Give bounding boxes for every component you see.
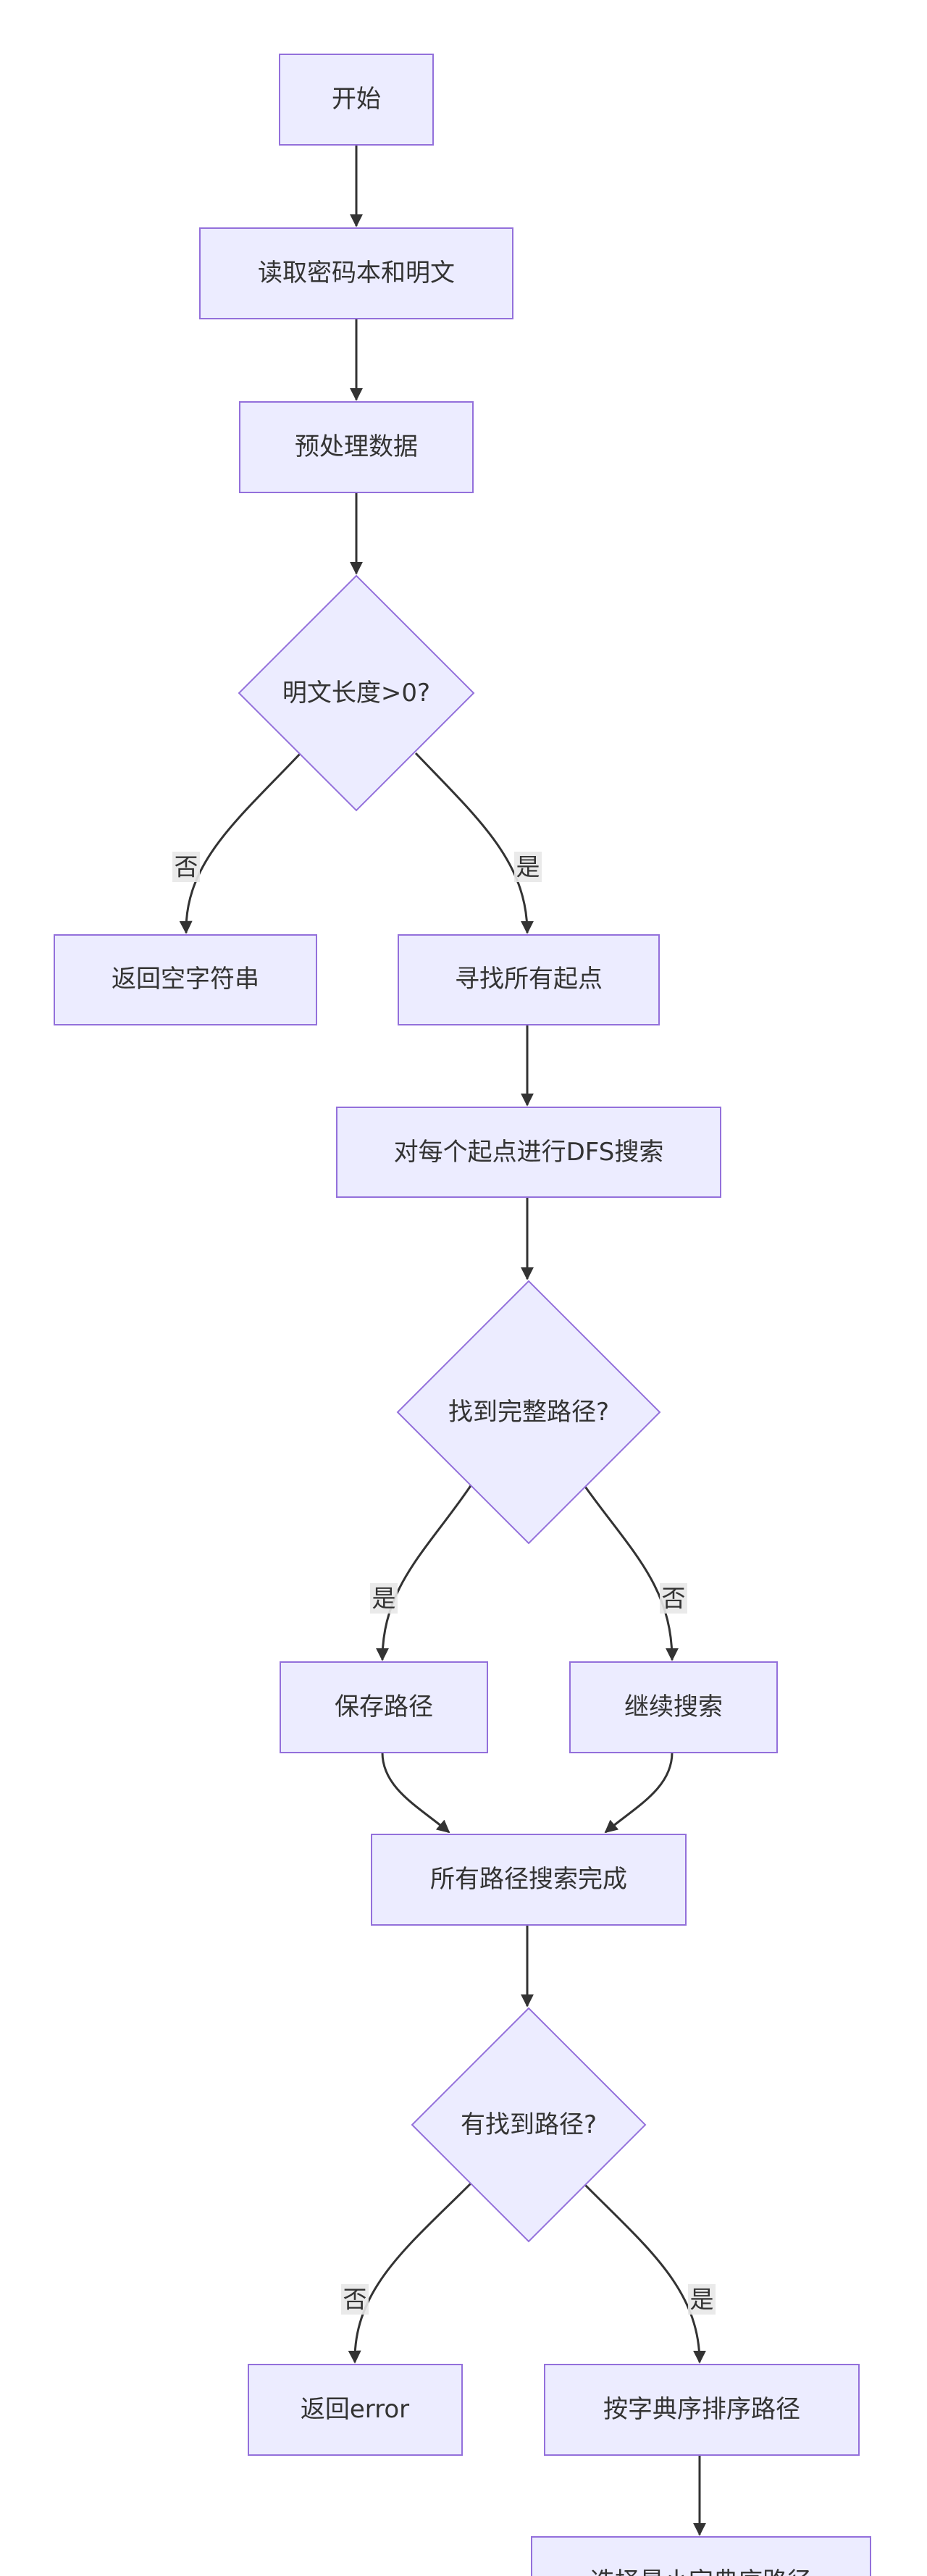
svg-text:否: 否 bbox=[662, 1585, 686, 1613]
node-save-path-label: 保存路径 bbox=[335, 1692, 433, 1721]
node-select-min: 选择最小字典序路径 bbox=[531, 2536, 871, 2576]
edge-lencheck-findstarts bbox=[414, 752, 534, 934]
edges bbox=[179, 145, 706, 2536]
node-all-done: 所有路径搜索完成 bbox=[371, 1834, 687, 1926]
edge-pathfound-save bbox=[376, 1484, 473, 1661]
node-ret-empty: 返回空字符串 bbox=[54, 934, 317, 1025]
node-ret-error-label: 返回error bbox=[301, 2395, 409, 2424]
edge-label-any-no: 否 bbox=[341, 2284, 369, 2315]
node-select-min-label: 选择最小字典序路径 bbox=[590, 2567, 812, 2576]
node-start: 开始 bbox=[279, 54, 434, 146]
svg-text:否: 否 bbox=[175, 853, 198, 881]
node-len-check-label: 明文长度>0? bbox=[282, 679, 430, 708]
svg-text:是: 是 bbox=[372, 1585, 396, 1613]
node-preprocess-label: 预处理数据 bbox=[295, 432, 418, 461]
edge-label-any-yes: 是 bbox=[688, 2284, 716, 2315]
edge-label-len-no: 否 bbox=[172, 852, 200, 882]
node-continue-search: 继续搜索 bbox=[569, 1661, 778, 1753]
edge-anypath-reterror bbox=[348, 2182, 472, 2364]
node-read-label: 读取密码本和明文 bbox=[258, 259, 455, 288]
node-find-starts: 寻找所有起点 bbox=[398, 934, 660, 1025]
node-continue-search-label: 继续搜索 bbox=[624, 1692, 723, 1721]
node-save-path: 保存路径 bbox=[280, 1661, 488, 1753]
node-dfs: 对每个起点进行DFS搜索 bbox=[336, 1107, 721, 1198]
node-all-done-label: 所有路径搜索完成 bbox=[430, 1865, 627, 1894]
node-path-found-label: 找到完整路径? bbox=[448, 1398, 609, 1427]
node-preprocess: 预处理数据 bbox=[239, 401, 474, 493]
node-sort-paths: 按字典序排序路径 bbox=[544, 2364, 860, 2456]
edge-label-len-yes: 是 bbox=[514, 852, 542, 882]
svg-text:否: 否 bbox=[343, 2286, 367, 2314]
svg-text:是: 是 bbox=[516, 853, 540, 881]
node-any-path: 有找到路径? bbox=[411, 2007, 647, 2243]
node-start-label: 开始 bbox=[332, 85, 381, 114]
node-sort-paths-label: 按字典序排序路径 bbox=[603, 2395, 800, 2424]
edge-label-found-yes: 是 bbox=[370, 1583, 398, 1614]
svg-text:是: 是 bbox=[690, 2286, 714, 2314]
edge-label-found-no: 否 bbox=[660, 1583, 687, 1614]
node-any-path-label: 有找到路径? bbox=[461, 2110, 597, 2139]
edge-lencheck-retempty bbox=[179, 752, 302, 934]
node-read: 读取密码本和明文 bbox=[199, 227, 513, 319]
node-len-check: 明文长度>0? bbox=[238, 574, 475, 812]
edge-pathfound-continue bbox=[582, 1484, 679, 1661]
node-path-found: 找到完整路径? bbox=[396, 1280, 661, 1545]
edge-anypath-sort bbox=[582, 2182, 706, 2364]
edge-continue-alldone bbox=[604, 1752, 674, 1834]
edge-save-alldone bbox=[381, 1752, 450, 1834]
node-ret-error: 返回error bbox=[248, 2364, 463, 2456]
node-ret-empty-label: 返回空字符串 bbox=[112, 965, 259, 994]
node-find-starts-label: 寻找所有起点 bbox=[455, 965, 603, 994]
node-dfs-label: 对每个起点进行DFS搜索 bbox=[394, 1138, 664, 1167]
